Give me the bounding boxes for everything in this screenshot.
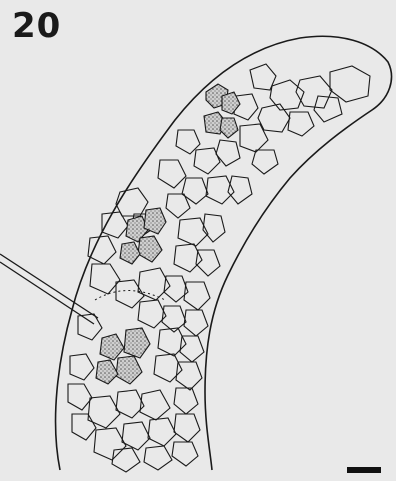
cell <box>203 214 225 242</box>
stippled-cell <box>116 356 142 384</box>
cell <box>258 104 290 132</box>
cell <box>252 150 278 174</box>
cell <box>88 236 116 264</box>
cell <box>228 176 252 204</box>
pointer-lines <box>0 254 98 324</box>
cell <box>172 442 198 466</box>
cell <box>72 414 96 440</box>
cell <box>144 446 172 470</box>
cell <box>112 448 140 472</box>
cell <box>78 314 102 340</box>
cell <box>158 160 186 188</box>
stippled-cell <box>138 236 162 262</box>
cell <box>68 384 92 410</box>
cell <box>240 124 268 152</box>
dotted-boundary <box>95 291 165 300</box>
cell <box>94 428 126 460</box>
cell <box>182 178 208 204</box>
cell <box>140 390 170 420</box>
cell <box>184 310 208 336</box>
cell <box>288 112 314 136</box>
cell <box>206 176 234 204</box>
cell <box>174 388 198 414</box>
cell <box>116 188 148 216</box>
cell <box>174 244 202 272</box>
stippled-cell <box>120 242 140 264</box>
stippled-cell <box>220 118 238 138</box>
cell <box>70 354 94 380</box>
stippled-cell <box>100 334 124 360</box>
cell <box>194 148 220 174</box>
cell <box>250 64 276 90</box>
cell <box>138 300 166 328</box>
cell <box>184 282 210 310</box>
cell <box>296 76 332 108</box>
cell <box>330 66 370 102</box>
cell <box>148 418 176 446</box>
scale-bar <box>347 467 381 473</box>
stippled-cell <box>124 328 150 358</box>
stippled-cell <box>96 360 118 384</box>
cell <box>174 414 200 442</box>
